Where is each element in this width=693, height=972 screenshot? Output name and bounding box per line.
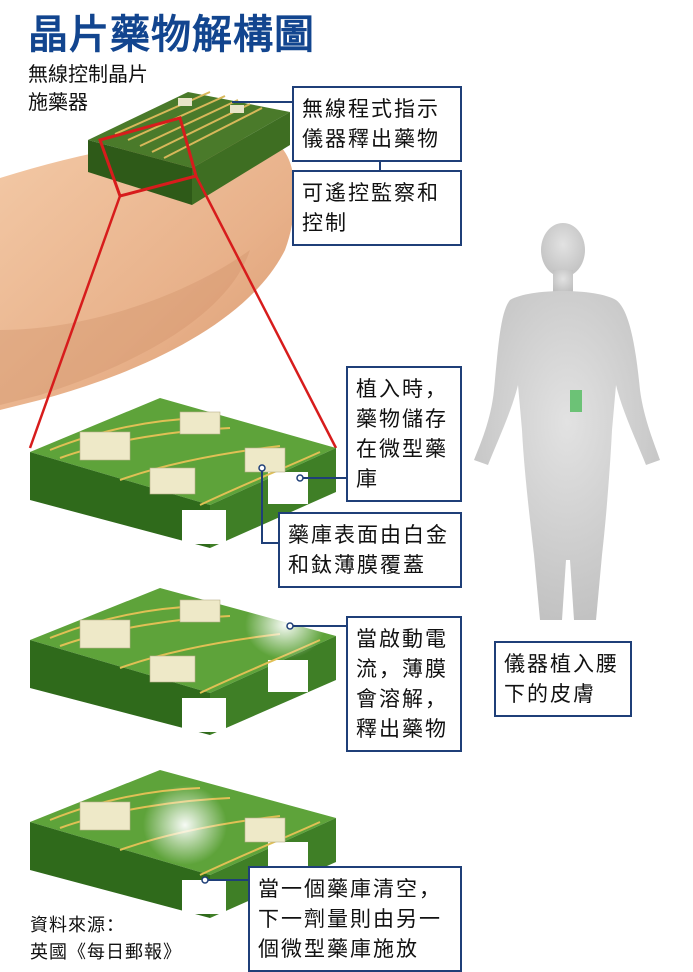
page-title: 晶片藥物解構圖 <box>28 11 315 58</box>
reservoir-grid <box>79 411 286 495</box>
callout-current: 當啟動電 流，薄膜 會溶解， 釋出藥物 <box>346 616 462 752</box>
human-silhouette <box>474 223 660 620</box>
source-credit: 資料來源： 英國《每日郵報》 <box>30 915 182 963</box>
callout-remote: 可遙控監察和 控制 <box>292 170 462 246</box>
chip-2 <box>30 588 336 735</box>
device-label: 無線控制晶片 施藥器 <box>28 62 148 114</box>
connector-lines <box>205 101 381 881</box>
callout-body: 儀器植入腰 下的皮膚 <box>494 641 632 717</box>
fingertip-shadow <box>0 250 250 405</box>
chip-3 <box>30 770 336 918</box>
small-chip <box>88 91 290 205</box>
implant-marker <box>570 390 582 412</box>
callout-empty: 當一個藥庫清空， 下一劑量則由另一 個微型藥庫施放 <box>248 866 462 972</box>
zoom-lines <box>28 175 338 449</box>
chip-1 <box>30 398 336 548</box>
callout-wireless: 無線程式指示 儀器釋出藥物 <box>292 86 462 162</box>
fingertip <box>0 137 295 410</box>
callout-implant: 植入時， 藥物儲存 在微型藥 庫 <box>346 366 462 502</box>
callout-membrane: 藥庫表面由白金 和鈦薄膜覆蓋 <box>278 512 462 588</box>
